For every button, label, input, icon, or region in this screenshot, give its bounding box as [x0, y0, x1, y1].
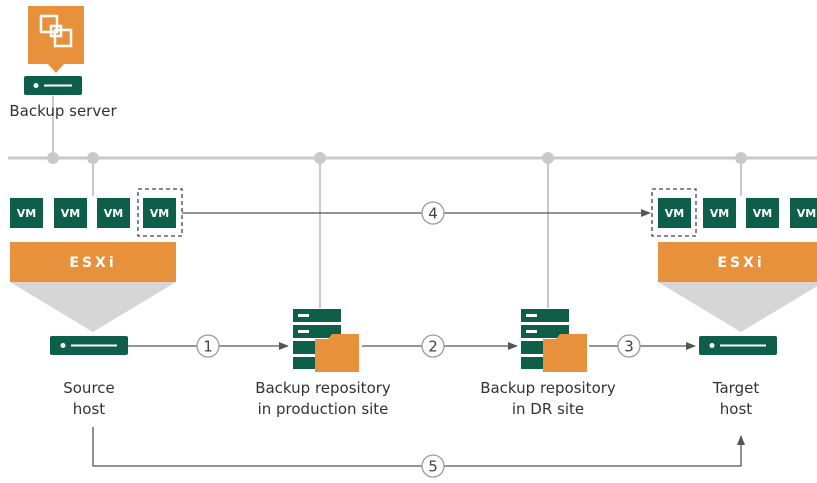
step-marker-5: 5: [421, 454, 445, 478]
svg-text:VM: VM: [753, 207, 772, 220]
svg-text:5: 5: [428, 458, 438, 476]
step-marker-1: 1: [196, 334, 220, 358]
source-vm-3: VM: [97, 198, 130, 228]
source-host: VM VM VM VM ESXi Source host: [10, 188, 183, 418]
svg-text:VM: VM: [665, 207, 684, 220]
backup-server-label: Backup server: [9, 102, 117, 120]
step-marker-4: 4: [421, 201, 445, 225]
network-connectors: [47, 96, 747, 308]
repository-production: Backup repository in production site: [255, 309, 391, 418]
svg-text:VM: VM: [61, 207, 80, 220]
step-marker-2: 2: [421, 334, 445, 358]
repository-dr-icon: [521, 309, 587, 372]
target-host-label-line1: Target: [712, 379, 760, 397]
svg-text:VM: VM: [797, 207, 816, 220]
repository-production-icon: [293, 309, 359, 372]
source-host-label-line1: Source: [63, 379, 115, 397]
svg-text:1: 1: [203, 338, 213, 356]
target-vm-3: VM: [746, 198, 779, 228]
backup-server: Backup server: [9, 6, 117, 120]
repository-production-label-line2: in production site: [258, 400, 389, 418]
target-esxi-bar: [658, 242, 817, 282]
target-vm-2: VM: [703, 198, 736, 228]
source-vm-2: VM: [54, 198, 87, 228]
source-esxi-bar: [10, 242, 176, 282]
repository-dr-label-line2: in DR site: [512, 400, 584, 418]
svg-text:2: 2: [428, 338, 438, 356]
repository-dr: Backup repository in DR site: [480, 309, 616, 418]
target-vm-replica: VM: [651, 188, 697, 237]
repository-production-label-line1: Backup repository: [255, 379, 391, 397]
svg-text:VM: VM: [17, 207, 36, 220]
source-esxi-label: ESXi: [69, 255, 116, 271]
repository-dr-label-line1: Backup repository: [480, 379, 616, 397]
svg-text:VM: VM: [710, 207, 729, 220]
target-esxi-label: ESXi: [717, 255, 764, 271]
svg-text:4: 4: [428, 205, 438, 223]
svg-text:3: 3: [624, 338, 634, 356]
target-host-label-line2: host: [720, 400, 752, 418]
target-vm-4: VM: [790, 198, 817, 228]
source-vm-replicated: VM: [137, 188, 183, 237]
svg-text:VM: VM: [104, 207, 123, 220]
target-host: VM VM VM VM ESXi Target host: [651, 188, 817, 418]
source-host-label-line2: host: [73, 400, 105, 418]
arrow-step-5: [92, 427, 745, 467]
svg-text:VM: VM: [150, 207, 169, 220]
step-marker-3: 3: [617, 334, 641, 358]
source-vm-1: VM: [10, 198, 43, 228]
